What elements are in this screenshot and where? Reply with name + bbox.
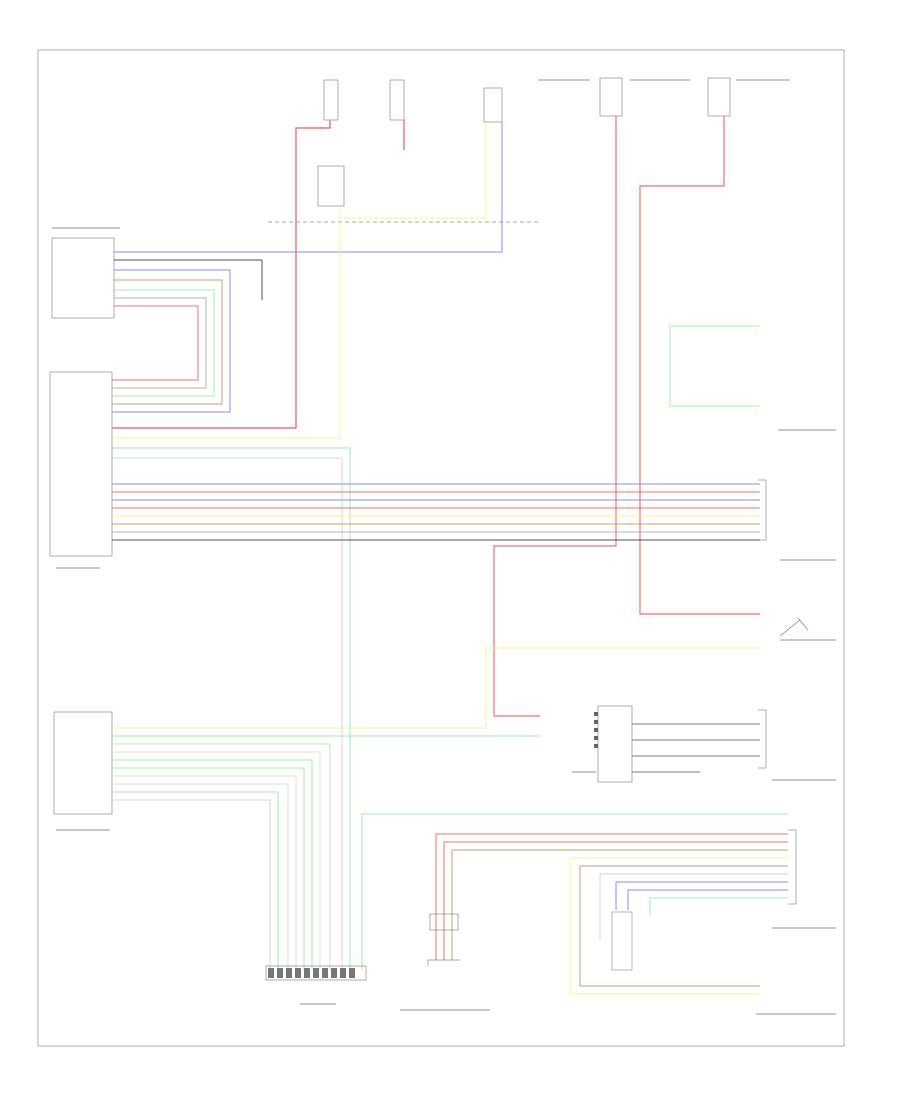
- wire-green-ecm-1: [112, 447, 351, 970]
- wire-cem-3: [112, 759, 313, 970]
- relay-output-wires: [632, 723, 760, 773]
- wire-yellow-ecm: [112, 206, 341, 439]
- wire-red-right-1: [493, 116, 617, 717]
- wire-bundle-gray: [599, 873, 788, 940]
- data-link-connector: [265, 965, 367, 981]
- central-electronic-module: [53, 711, 113, 815]
- wire-gray-ecm-2: [112, 457, 343, 970]
- wire-blue-ecm: [112, 269, 231, 413]
- wire-cem-6: [112, 783, 289, 970]
- wire-cem-4: [112, 767, 305, 970]
- wire-ulm-3: [112, 289, 215, 397]
- wire-bundle-green: [649, 897, 788, 916]
- wire-bundle-red-1: [435, 833, 788, 960]
- relay-module: [597, 705, 633, 783]
- wire-cem-5: [112, 775, 297, 970]
- right-lower-bracket: [758, 709, 767, 769]
- wire-bundle-yellow-1: [569, 857, 788, 995]
- wire-bundle-red-2: [443, 841, 788, 960]
- right-module-bracket: [758, 479, 767, 541]
- label-placeholders: [52, 79, 836, 1015]
- wire-cem-7: [112, 791, 279, 970]
- wire-bundle-brown-2: [579, 865, 788, 987]
- right-bottom-bracket: [788, 829, 797, 905]
- wire-red-main: [112, 120, 331, 429]
- diagram-frame: [37, 49, 845, 1047]
- sensor-component: [611, 911, 633, 971]
- wire-bundle-blue-2: [627, 889, 788, 910]
- relay-box: [317, 165, 345, 207]
- brake-switch-icon: [779, 617, 809, 637]
- wire-bundle-brown: [451, 849, 788, 960]
- wire-cem-8: [112, 799, 271, 970]
- fuse-block-right: [599, 77, 731, 117]
- wire-blue-top: [114, 122, 503, 253]
- engine-control-module: [49, 371, 113, 557]
- wire-ulm-5: [112, 305, 199, 381]
- wire-cem-2: [112, 751, 321, 970]
- upper-left-module: [51, 237, 115, 319]
- wire-green-bottom: [361, 813, 788, 970]
- fuse-block-left: [323, 79, 503, 123]
- wire-ulm-4: [112, 297, 207, 389]
- middle-bottom-connector: [427, 913, 460, 966]
- wire-green-loop: [669, 325, 760, 407]
- wire-red-right-2: [639, 116, 760, 615]
- wire-yellow-right: [112, 647, 760, 729]
- relay-module-pins: [594, 712, 598, 748]
- wire-ulm-2: [112, 279, 223, 405]
- wire-yellow-top: [344, 122, 487, 219]
- wire-cem-1: [112, 743, 331, 970]
- wire-bundle-blue-1: [615, 881, 788, 910]
